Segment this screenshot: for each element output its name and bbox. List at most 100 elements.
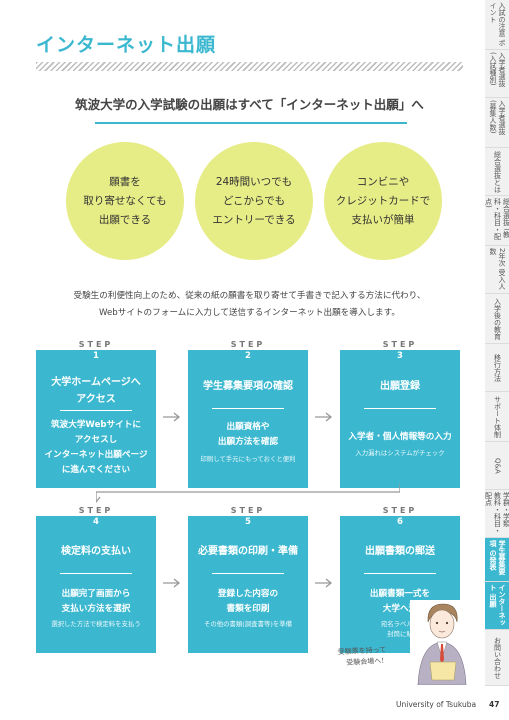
step-note: 宛名ラベルを 封筒に貼 [340, 619, 460, 639]
step-label-1: STEP 1 [36, 340, 156, 362]
step-note: 印刷して手元にもっておくと便利 [200, 455, 296, 463]
sidebar-item-support[interactable]: サポート体制 [485, 392, 509, 442]
sidebar-item-comprehensive-selection[interactable]: 総合選抜とは [485, 148, 509, 196]
sidebar-item-internet-application[interactable]: インターネット 出願 [485, 582, 509, 630]
sidebar-item-education[interactable]: 入学後の教育 [485, 294, 509, 344]
step-body-line: インターネット出願ページ [44, 450, 148, 460]
feature-line: 24時間いつでも [215, 175, 293, 188]
arrow-right-icon [315, 578, 333, 588]
step-title: 学生募集要項の確認 [188, 378, 308, 395]
handwritten-note: 受験票を持って 受験会場へ! [337, 645, 387, 670]
step-box-3: 出願登録 入学者・個人情報等の入力 入力漏れはシステムがチェック [340, 362, 460, 488]
feature-circle-2: 24時間いつでも どこからでも エントリーできる [195, 142, 313, 260]
step-title: 出願書類の郵送 [340, 543, 460, 560]
page-number: 47 [489, 700, 500, 709]
lead-heading: 筑波大学の入学試験の出願はすべて「インターネット出願」へ [75, 97, 424, 112]
step-body-line: 支払い方法を選択 [61, 604, 131, 614]
step-body: 出願完了画面から 支払い方法を選択 [36, 587, 156, 617]
step-divider [212, 573, 284, 574]
description-line: 受験生の利便性向上のため、従来の紙の願書を取り寄せて手書きで記入する方法に代わり… [73, 291, 426, 301]
arrow-right-icon [163, 578, 181, 588]
step-word: STEP [382, 506, 418, 515]
step-body-line: 入学者・個人情報等の入力 [348, 432, 452, 442]
step-body-line: 出願方法を確認 [217, 437, 279, 447]
feature-line: コンビニや [356, 175, 410, 188]
sidebar-item-exam-types[interactable]: 入学者選抜 (入試種別) [485, 50, 509, 98]
step-divider [364, 573, 436, 574]
title-hatch-divider [36, 62, 463, 71]
step-title-line: 大学ホームページへ [51, 377, 141, 388]
sidebar-nav: 入試の注意 ポイント 入学者選抜 (入試種別) 入学者選抜 (募集人数) 総合選… [485, 0, 509, 686]
step-label-6: STEP 6 [340, 506, 460, 528]
step-title: 大学ホームページへ アクセス [36, 374, 156, 408]
step-title: 出願登録 [340, 378, 460, 395]
step-box-5: 必要書類の印刷・準備 登録した内容の 書類を印刷 その他の書類(調査書等)を準備 [188, 527, 308, 653]
sidebar-item-application-guidelines[interactable]: 学生募集要項 の発表 [485, 538, 509, 582]
arrow-right-icon [163, 412, 181, 422]
step-divider [212, 408, 284, 409]
feature-line: 願書を [109, 175, 141, 188]
step-word: STEP [78, 340, 114, 349]
step-word: STEP [78, 506, 114, 515]
step-body: 出願書類一式を 大学へ送 [340, 587, 460, 617]
footer-university: University of Tsukuba [396, 700, 477, 709]
step-body: 筑波大学Webサイトに アクセスし インターネット出願ページ に進んでください [36, 418, 156, 478]
handwritten-note-line: 受験会場へ! [346, 656, 385, 667]
sidebar-item-exam-points[interactable]: 入試の注意 ポイント [485, 0, 509, 50]
step-label-5: STEP 5 [188, 506, 308, 528]
step-note: 選択した方法で検定料を支払う [51, 620, 141, 628]
step-box-2: 学生募集要項の確認 出願資格や 出願方法を確認 印刷して手元にもっておくと便利 [188, 362, 308, 488]
arrow-right-icon [315, 412, 333, 422]
feature-circle-1: 願書を 取り寄せなくても 出願できる [66, 142, 184, 260]
page-title: インターネット出願 [36, 34, 217, 56]
step-number: 4 [36, 516, 156, 528]
step-number: 3 [340, 350, 460, 362]
student-illustration [410, 600, 474, 685]
step-word: STEP [382, 340, 418, 349]
step-label-3: STEP 3 [340, 340, 460, 362]
step-title-line: 検定料の支払い [61, 546, 131, 557]
sidebar-item-second-year-intake[interactable]: 2年次 受入人数 [485, 246, 509, 294]
description: 受験生の利便性向上のため、従来の紙の願書を取り寄せて手書きで記入する方法に代わり… [36, 288, 463, 322]
sidebar-item-contact[interactable]: お問い合わせ [485, 630, 509, 686]
step-title: 検定料の支払い [36, 543, 156, 560]
step-body: 出願資格や 出願方法を確認 [188, 420, 308, 450]
step-number: 1 [36, 350, 156, 362]
step-body-line: 登録した内容の [217, 589, 279, 599]
connector-arrow-icon [96, 484, 400, 504]
step-body-line: 出願完了画面から [61, 589, 131, 599]
feature-line: エントリーできる [212, 213, 296, 226]
step-word: STEP [230, 340, 266, 349]
feature-circle-3: コンビニや クレジットカードで 支払いが簡単 [324, 142, 442, 260]
step-note: 入力漏れはシステムがチェック [355, 449, 445, 457]
feature-line: どこからでも [222, 194, 286, 207]
step-body-line: に進んでください [61, 465, 131, 475]
description-line: Webサイトのフォームに入力して送信するインターネット出願を導入します。 [99, 308, 400, 318]
step-divider [60, 410, 132, 411]
feature-line: 出願できる [98, 213, 152, 226]
step-divider [364, 408, 436, 409]
step-title-line: 必要書類の印刷・準備 [198, 546, 298, 557]
step-title-line: 出願登録 [380, 381, 420, 392]
sidebar-item-qa[interactable]: Q&A [485, 442, 509, 490]
step-title-line: 出願書類の郵送 [365, 546, 435, 557]
sidebar-item-enrollment-numbers[interactable]: 入学者選抜 (募集人数) [485, 98, 509, 148]
step-box-4: 検定料の支払い 出願完了画面から 支払い方法を選択 選択した方法で検定料を支払う [36, 527, 156, 653]
step-body-line: 大学へ送 [382, 604, 418, 614]
step-number: 2 [188, 350, 308, 362]
sidebar-item-subjects-scores[interactable]: 学群・学類 教科・科目・配点 [485, 490, 509, 538]
step-number: 5 [188, 516, 308, 528]
step-number: 6 [340, 516, 460, 528]
step-body-line: 出願資格や [226, 422, 270, 432]
feature-line: クレジットカードで [335, 194, 431, 207]
step-title-line: 学生募集要項の確認 [203, 381, 293, 392]
step-body-line: 筑波大学Webサイトに [51, 420, 141, 430]
step-word: STEP [230, 506, 266, 515]
step-body-line: アクセスし [74, 435, 118, 445]
lead-underline [95, 122, 407, 124]
sidebar-item-comprehensive-subjects[interactable]: 総合選抜 (教科・科目・配点) [485, 196, 509, 246]
step-note-line: 封筒に貼 [387, 630, 413, 638]
step-box-1: 大学ホームページへ アクセス 筑波大学Webサイトに アクセスし インターネット… [36, 362, 156, 488]
sidebar-item-transfer-method[interactable]: 移行方法 [485, 344, 509, 392]
step-title: 必要書類の印刷・準備 [188, 543, 308, 560]
